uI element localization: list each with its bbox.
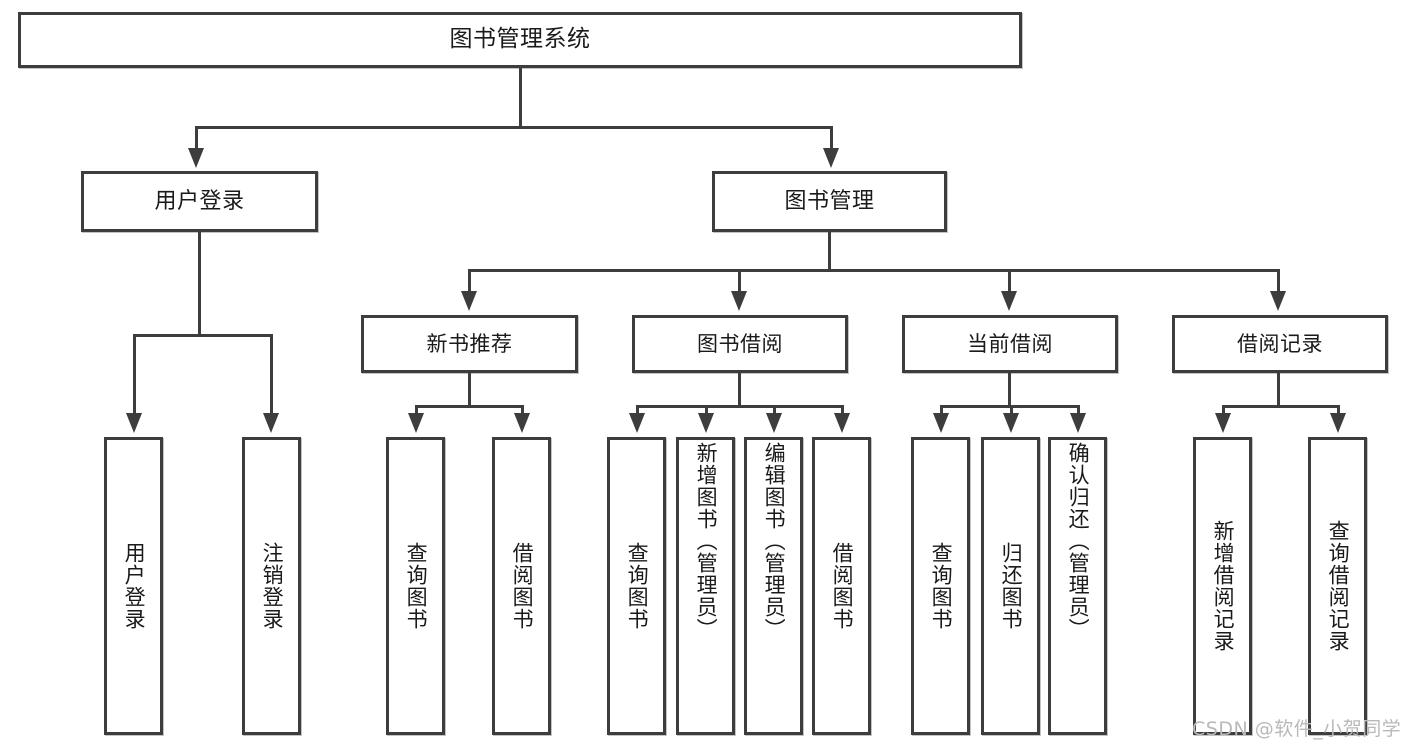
csdn-watermark: CSDN @软件_小贺同学 [1192, 718, 1402, 740]
connector-to-new-book [468, 269, 471, 294]
arrow-new-book-leaf-2 [514, 413, 530, 433]
arrow-current-borrow-leaf-3 [1070, 413, 1086, 433]
leaf-book-borrow-add-book-admin[interactable]: 新增图书（管理员） [676, 437, 735, 735]
leaf-label: 借阅图书 [830, 542, 855, 630]
connector-book-borrow-bar [636, 405, 844, 408]
leaf-label: 新增借阅记录 [1211, 520, 1236, 652]
arrow-book-borrow-leaf-2 [698, 413, 714, 433]
leaf-label: 编辑图书（管理员） [762, 442, 787, 640]
leaf-label: 借阅图书 [510, 542, 535, 630]
node-new-book-recommend[interactable]: 新书推荐 [361, 315, 578, 373]
leaf-new-book-query-books[interactable]: 查询图书 [386, 437, 445, 735]
leaf-borrow-record-add-record[interactable]: 新增借阅记录 [1193, 437, 1252, 735]
connector-root-stem [519, 68, 522, 128]
connector-book-manage-stem [828, 232, 831, 272]
leaf-label: 查询图书 [625, 542, 650, 630]
connector-borrow-record-leaf-2 [1337, 405, 1340, 417]
arrow-to-current-borrow [1001, 291, 1017, 311]
connector-new-book-leaf-1 [415, 405, 418, 417]
arrow-user-login-leaf-2 [263, 413, 279, 433]
leaf-label: 注销登录 [260, 542, 285, 630]
arrow-root-to-user-login [188, 148, 204, 168]
leaf-label: 查询借阅记录 [1326, 520, 1351, 652]
connector-root-to-book-manage [830, 126, 833, 151]
leaf-current-borrow-query-books[interactable]: 查询图书 [911, 437, 970, 735]
node-user-login[interactable]: 用户登录 [81, 171, 318, 232]
connector-to-borrow-record [1277, 269, 1280, 294]
arrow-borrow-record-leaf-2 [1330, 413, 1346, 433]
node-label: 图书管理系统 [449, 26, 591, 53]
connector-current-borrow-stem [1008, 373, 1011, 408]
arrow-book-borrow-leaf-4 [834, 413, 850, 433]
arrow-current-borrow-leaf-1 [933, 413, 949, 433]
arrow-book-borrow-leaf-3 [766, 413, 782, 433]
arrow-book-borrow-leaf-1 [629, 413, 645, 433]
leaf-current-borrow-return-books[interactable]: 归还图书 [981, 437, 1040, 735]
connector-book-borrow-leaf-3 [773, 405, 776, 417]
connector-current-borrow-leaf-3 [1077, 405, 1080, 417]
arrow-to-borrow-record [1270, 291, 1286, 311]
node-book-management[interactable]: 图书管理 [712, 171, 947, 232]
connector-user-login-bar [133, 334, 273, 337]
node-label: 图书管理 [784, 188, 875, 214]
leaf-label: 新增图书（管理员） [694, 442, 719, 640]
leaf-borrow-record-query-record[interactable]: 查询借阅记录 [1308, 437, 1367, 735]
arrow-root-to-book-manage [823, 148, 839, 168]
connector-new-book-stem [468, 373, 471, 408]
leaf-user-login-user-login[interactable]: 用户登录 [104, 437, 163, 735]
connector-user-login-stem [198, 232, 201, 336]
arrow-current-borrow-leaf-2 [1003, 413, 1019, 433]
leaf-label: 确认归还（管理员） [1066, 442, 1091, 640]
connector-current-borrow-leaf-1 [940, 405, 943, 417]
arrow-to-book-borrow [731, 291, 747, 311]
node-label: 借阅记录 [1237, 331, 1323, 356]
connector-current-borrow-leaf-2 [1010, 405, 1013, 417]
connector-user-login-leaf-2 [270, 334, 273, 416]
connector-book-borrow-leaf-4 [841, 405, 844, 417]
arrow-borrow-record-leaf-1 [1215, 413, 1231, 433]
arrow-new-book-leaf-1 [408, 413, 424, 433]
connector-borrow-record-leaf-1 [1222, 405, 1225, 417]
connector-to-book-borrow [738, 269, 741, 294]
leaf-new-book-borrow-books[interactable]: 借阅图书 [492, 437, 551, 735]
leaf-label: 查询图书 [404, 542, 429, 630]
leaf-book-borrow-edit-book-admin[interactable]: 编辑图书（管理员） [744, 437, 803, 735]
connector-to-current-borrow [1008, 269, 1011, 294]
connector-book-manage-bar [468, 269, 1280, 272]
leaf-label: 用户登录 [122, 542, 147, 630]
leaf-book-borrow-query-books[interactable]: 查询图书 [607, 437, 666, 735]
connector-book-borrow-leaf-1 [636, 405, 639, 417]
connector-book-borrow-stem [738, 373, 741, 408]
connector-borrow-record-bar [1222, 405, 1340, 408]
arrow-to-new-book [461, 291, 477, 311]
node-book-borrow[interactable]: 图书借阅 [632, 315, 848, 373]
connector-user-login-leaf-1 [133, 334, 136, 416]
node-root-system[interactable]: 图书管理系统 [18, 12, 1022, 68]
node-borrow-record[interactable]: 借阅记录 [1172, 315, 1388, 373]
leaf-current-borrow-confirm-return-admin[interactable]: 确认归还（管理员） [1048, 437, 1107, 735]
node-label: 图书借阅 [697, 331, 783, 356]
connector-new-book-bar [415, 405, 524, 408]
arrow-user-login-leaf-1 [126, 413, 142, 433]
connector-root-to-user-login [195, 126, 198, 151]
leaf-user-login-logout[interactable]: 注销登录 [242, 437, 301, 735]
node-label: 当前借阅 [967, 331, 1053, 356]
leaf-label: 查询图书 [929, 542, 954, 630]
connector-borrow-record-stem [1277, 373, 1280, 408]
connector-book-borrow-leaf-2 [705, 405, 708, 417]
node-current-borrow[interactable]: 当前借阅 [902, 315, 1118, 373]
connector-root-bar [195, 126, 833, 129]
node-label: 新书推荐 [426, 331, 513, 356]
leaf-book-borrow-borrow-books[interactable]: 借阅图书 [812, 437, 871, 735]
connector-new-book-leaf-2 [521, 405, 524, 417]
leaf-label: 归还图书 [999, 542, 1024, 630]
node-label: 用户登录 [154, 188, 245, 214]
